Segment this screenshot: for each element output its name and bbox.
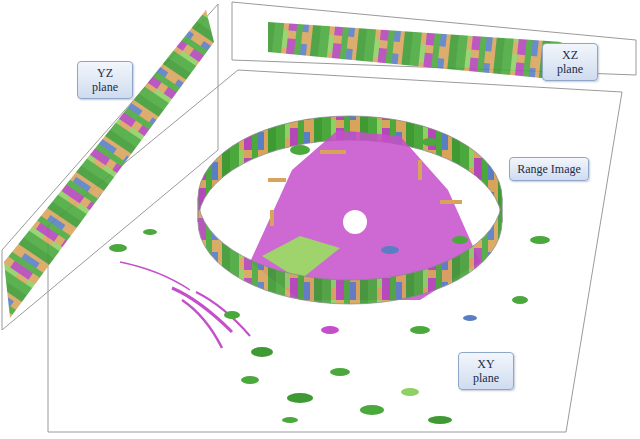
plane-label: YZ plane [77,61,133,99]
plane-label: XZ plane [542,43,598,81]
plane-label: XY plane [458,352,514,390]
label-text: Range Image [517,162,581,176]
label-text: XY plane [466,357,506,385]
plane-label: Range Image [509,157,589,181]
label-text: XZ plane [550,48,590,76]
label-text: YZ plane [85,66,125,94]
